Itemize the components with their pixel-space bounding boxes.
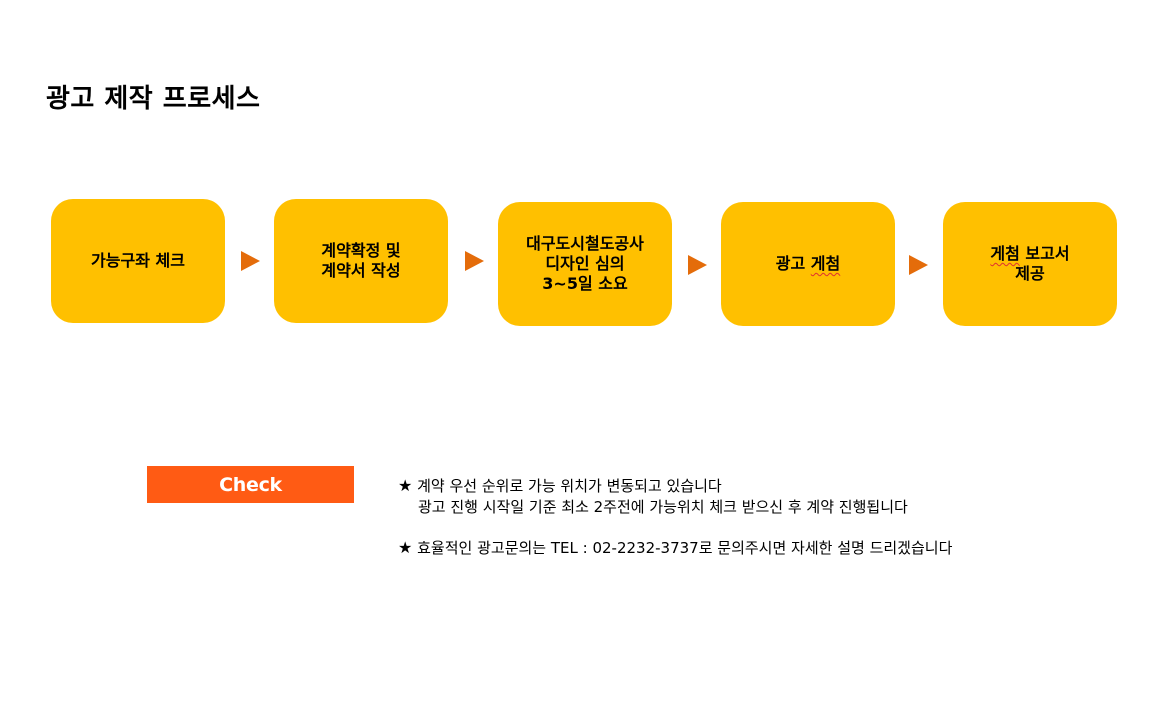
note-line-3: ★ 효율적인 광고문의는 TEL : 02-2232-3737로 문의주시면 자… — [398, 537, 952, 559]
notes-block: ★ 계약 우선 순위로 가능 위치가 변동되고 있습니다 광고 진행 시작일 기… — [398, 475, 952, 559]
triangle-right-icon — [465, 251, 484, 271]
process-step-5: 게첨 보고서 제공 — [943, 202, 1117, 326]
process-step-5-label: 게첨 보고서 제공 — [990, 244, 1070, 283]
process-step-3: 대구도시철도공사 디자인 심의 3~5일 소요 — [498, 202, 672, 326]
check-badge: Check — [147, 466, 354, 503]
star-icon: ★ — [398, 538, 413, 557]
process-step-2-label: 계약확정 및 계약서 작성 — [321, 241, 401, 280]
process-step-4-label: 광고 게첨 — [775, 254, 841, 273]
note-text-1: 계약 우선 순위로 가능 위치가 변동되고 있습니다 — [417, 477, 722, 495]
triangle-right-icon — [909, 255, 928, 275]
triangle-right-icon — [241, 251, 260, 271]
note-line-1: ★ 계약 우선 순위로 가능 위치가 변동되고 있습니다 — [398, 475, 952, 497]
process-step-1-label: 가능구좌 체크 — [91, 251, 185, 270]
note-line-2: 광고 진행 시작일 기준 최소 2주전에 가능위치 체크 받으신 후 계약 진행… — [398, 497, 952, 518]
note-text-3: 효율적인 광고문의는 TEL : 02-2232-3737로 문의주시면 자세한… — [417, 539, 953, 557]
note-text-2: 광고 진행 시작일 기준 최소 2주전에 가능위치 체크 받으신 후 계약 진행… — [418, 498, 908, 516]
process-step-2: 계약확정 및 계약서 작성 — [274, 199, 448, 323]
page-title: 광고 제작 프로세스 — [46, 84, 261, 114]
triangle-right-icon — [688, 255, 707, 275]
star-icon: ★ — [398, 476, 413, 495]
process-step-3-label: 대구도시철도공사 디자인 심의 3~5일 소요 — [526, 234, 644, 293]
process-step-1: 가능구좌 체크 — [51, 199, 225, 323]
process-step-4: 광고 게첨 — [721, 202, 895, 326]
